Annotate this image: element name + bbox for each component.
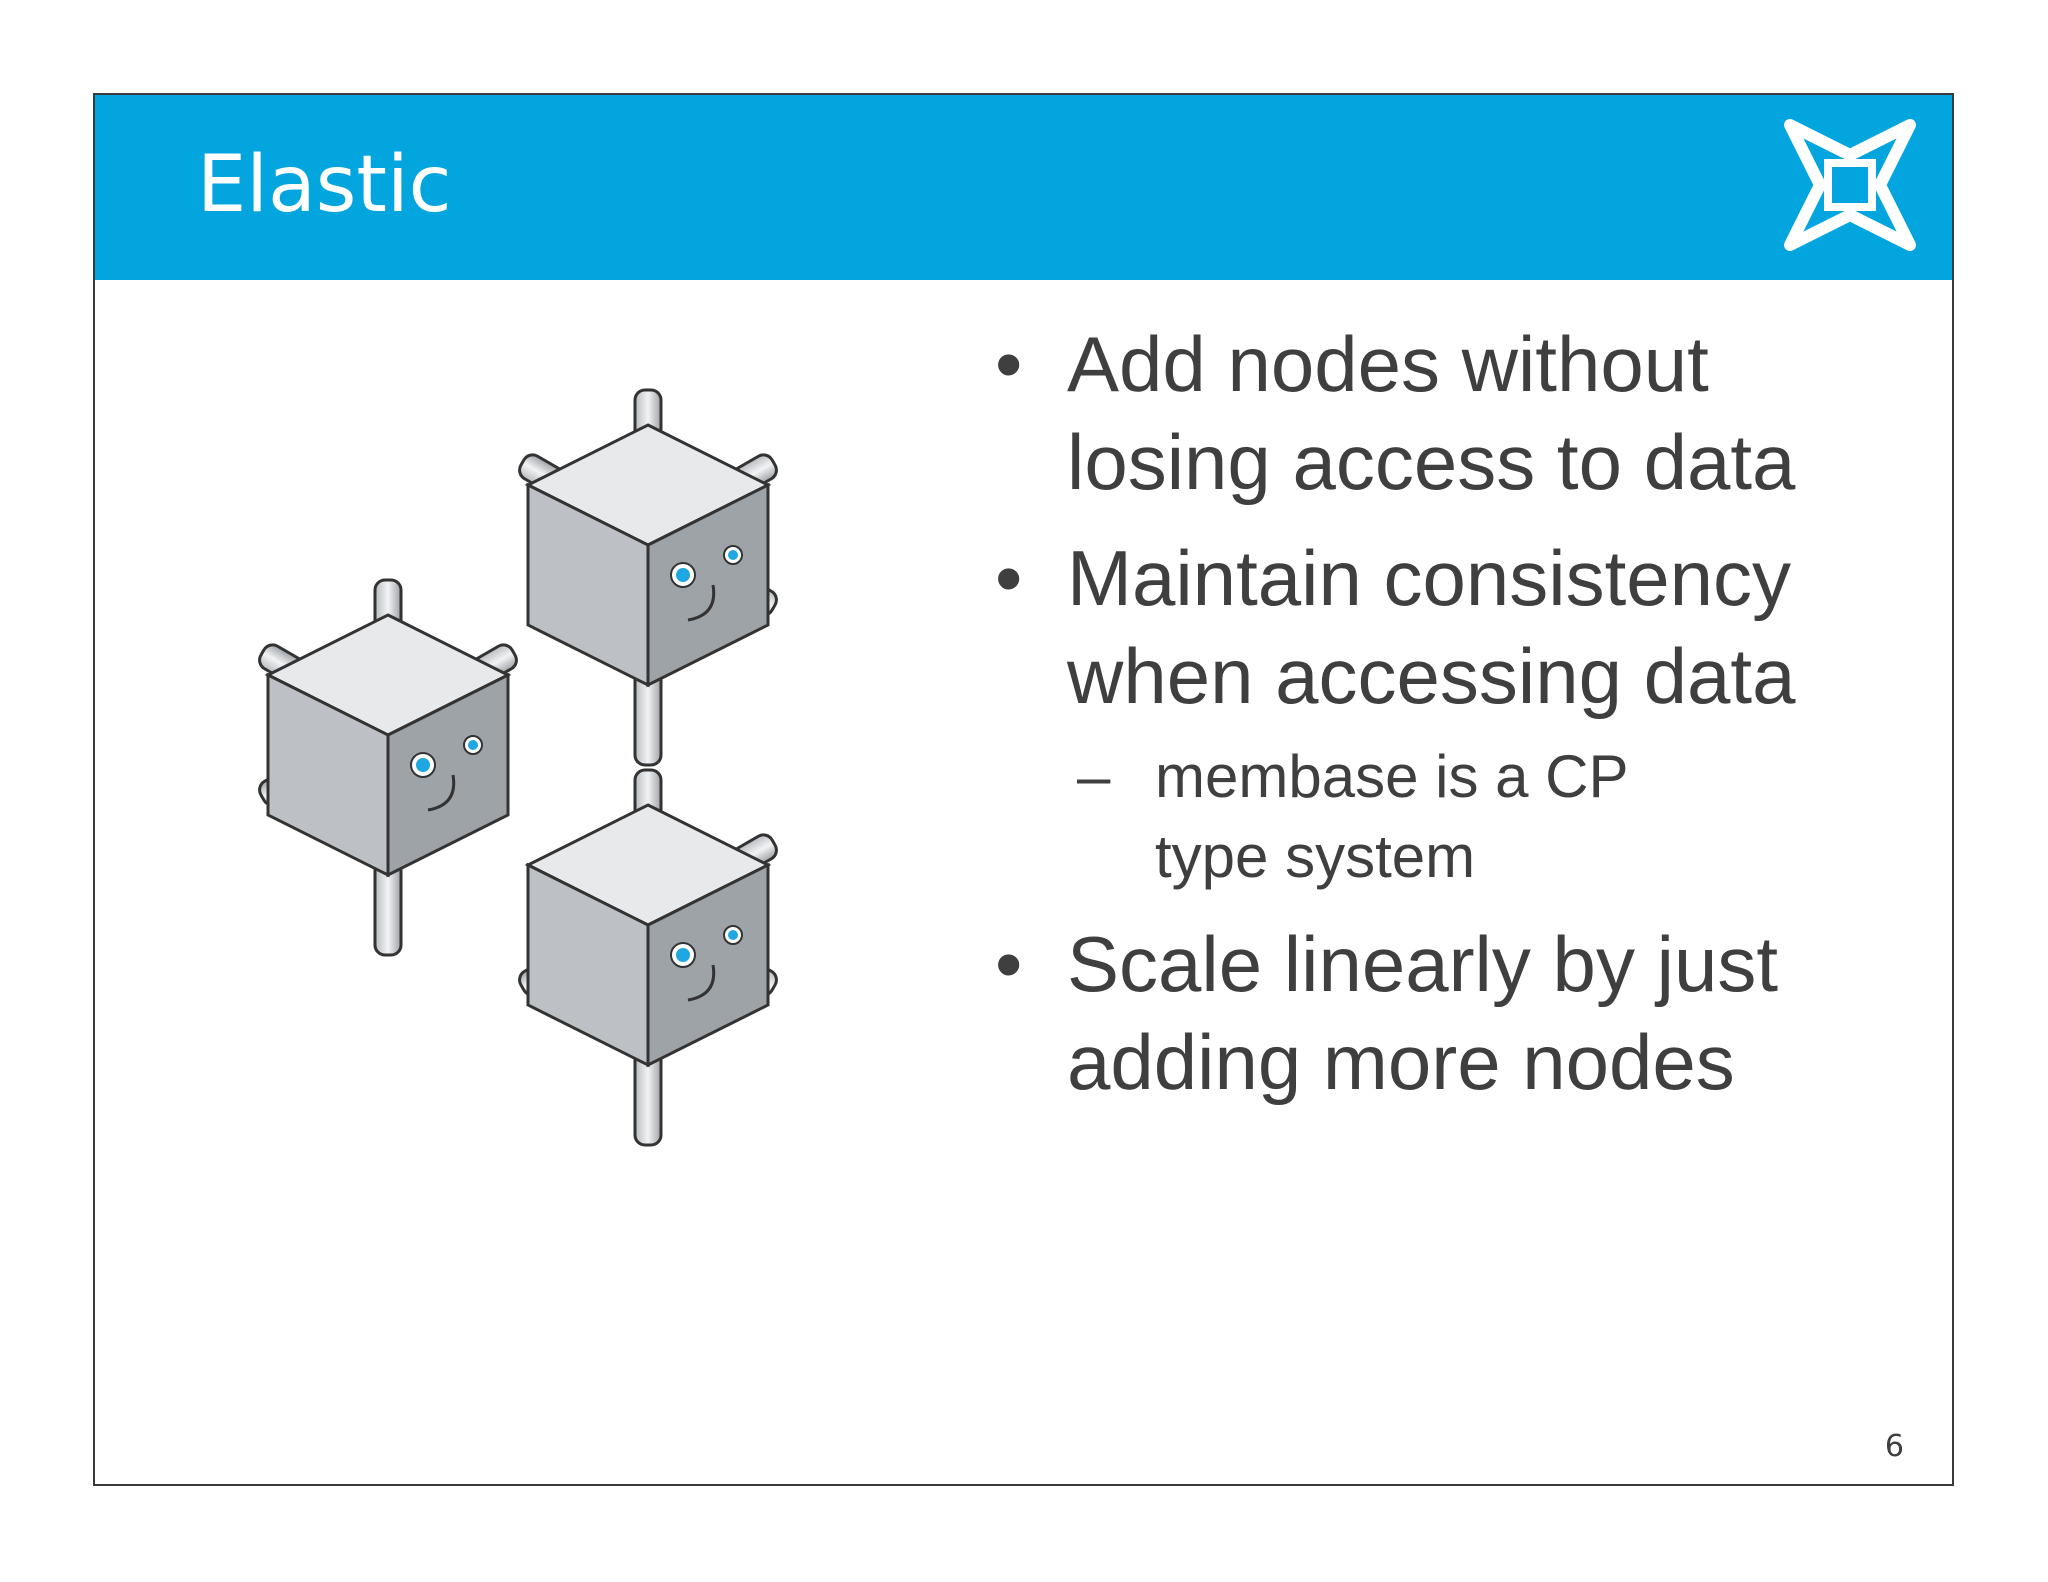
bullet-line: when accessing data — [1067, 632, 1796, 720]
bullet-item: • Add nodes without losing access to dat… — [995, 315, 1935, 511]
bullet-symbol: • — [995, 534, 1023, 622]
bullet-line: losing access to data — [1067, 418, 1796, 506]
node-cube-top — [518, 388, 778, 767]
sub-bullet-item: – membase is a CP type system — [995, 737, 1935, 897]
bullet-line: Add nodes without — [1067, 320, 1709, 408]
bullet-line: adding more nodes — [1067, 1018, 1735, 1106]
title-bar: Elastic — [95, 95, 1952, 280]
sub-bullet-dash: – — [1077, 743, 1111, 810]
slide-title: Elastic — [197, 140, 452, 230]
connected-node-cubes-icon — [258, 388, 778, 1147]
four-point-star-icon — [1784, 119, 1916, 251]
bullet-line: Scale linearly by just — [1067, 920, 1778, 1008]
bullet-symbol: • — [995, 320, 1023, 408]
node-cube-left — [258, 578, 518, 957]
sub-bullet-line: type system — [1155, 823, 1476, 890]
page-number: 6 — [1884, 1429, 1904, 1464]
node-cube-bottom — [518, 768, 778, 1147]
sub-bullet-line: membase is a CP — [1155, 743, 1629, 810]
bullet-item: • Scale linearly by just adding more nod… — [995, 915, 1935, 1111]
bullet-line: Maintain consistency — [1067, 534, 1792, 622]
bullet-symbol: • — [995, 920, 1023, 1008]
slide: Elastic — [93, 93, 1954, 1486]
bullet-list: • Add nodes without losing access to dat… — [995, 315, 1935, 1111]
bullet-item: • Maintain consistency when accessing da… — [995, 529, 1935, 725]
